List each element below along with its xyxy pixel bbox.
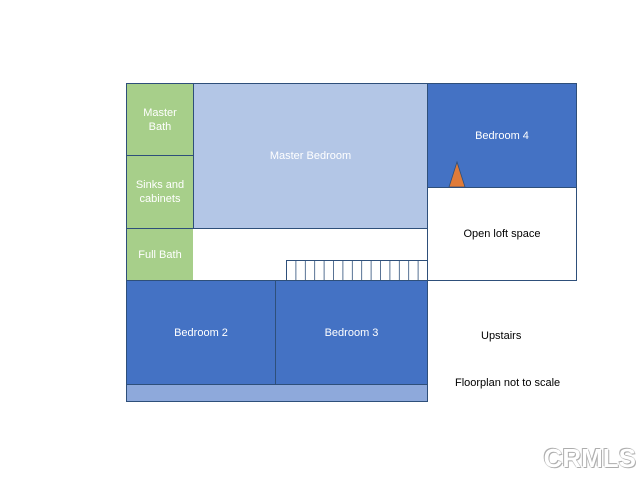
room-master-bath: Master Bath xyxy=(126,83,194,156)
room-bedroom-4: Bedroom 4 xyxy=(427,83,577,188)
watermark-logo: CRMLS xyxy=(543,443,636,473)
room-master-bedroom: Master Bedroom xyxy=(193,83,428,229)
room-open-loft: Open loft space xyxy=(427,187,577,281)
room-sinks-cabinets: Sinks and cabinets xyxy=(126,155,194,229)
level-label: Upstairs xyxy=(481,330,522,342)
room-full-bath: Full Bath xyxy=(126,228,194,281)
room-bedroom-2: Bedroom 2 xyxy=(126,280,276,385)
door-marker-icon xyxy=(448,161,466,188)
room-bedroom-3: Bedroom 3 xyxy=(275,280,428,385)
staircase xyxy=(286,260,428,282)
scale-note: Floorplan not to scale xyxy=(455,377,561,389)
balcony-strip xyxy=(126,384,428,402)
